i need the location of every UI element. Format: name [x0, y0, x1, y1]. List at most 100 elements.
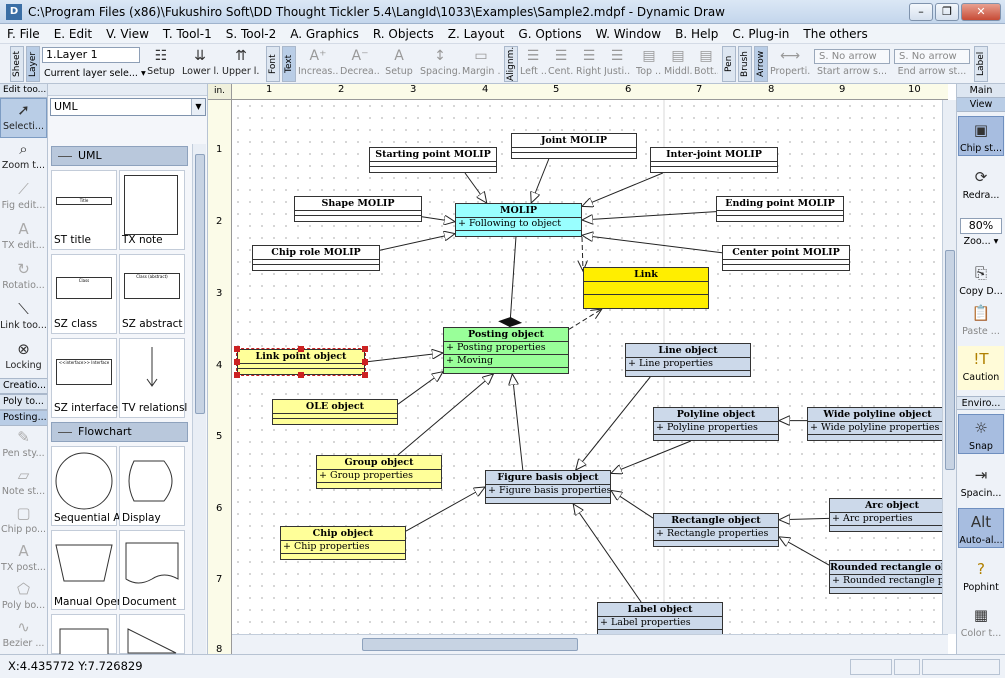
zoom-dropdown[interactable]: Zoo... ▾: [958, 236, 1004, 250]
align-top-button[interactable]: ▤Top ...: [636, 46, 662, 82]
uml-class-chip[interactable]: Chip object+ Chip properties: [280, 526, 406, 560]
connector-line[interactable]: [421, 217, 455, 222]
canvas-horizontal-scrollbar[interactable]: [232, 634, 948, 654]
menu-edit[interactable]: E. Edit: [53, 26, 93, 41]
bezier-tool[interactable]: ∿Bezier ...: [0, 616, 47, 649]
selection-handle[interactable]: [234, 359, 240, 365]
flow-document-thumb[interactable]: [119, 530, 185, 610]
connector-line[interactable]: [576, 376, 651, 470]
canvas-v-scroll-thumb[interactable]: [945, 250, 955, 470]
copy-button[interactable]: ⎘Copy D...: [958, 260, 1004, 300]
connector-line[interactable]: [582, 235, 723, 254]
toolbar-tab-brush[interactable]: Brush: [738, 46, 752, 82]
fig-edit-tool[interactable]: ⟋Fig edit...: [0, 178, 47, 218]
selection-handle[interactable]: [234, 346, 240, 352]
layer-select[interactable]: 1.Layer 1: [42, 47, 140, 63]
uml-class-posting[interactable]: Posting object+ Posting properties+ Movi…: [443, 327, 569, 374]
layer-setup-button[interactable]: ☷Setup: [144, 46, 178, 82]
selection-handle[interactable]: [234, 372, 240, 378]
restore-button[interactable]: ❐: [935, 2, 959, 21]
shape-category-select[interactable]: UML▼: [50, 98, 206, 116]
connector-line[interactable]: [498, 236, 523, 328]
menu-graphics[interactable]: A. Graphics: [290, 26, 359, 41]
menu-plugin[interactable]: C. Plug-in: [732, 26, 790, 41]
connector-line[interactable]: [364, 353, 443, 363]
selection-handle[interactable]: [362, 359, 368, 365]
pophint-button[interactable]: ?Pophint: [958, 556, 1004, 596]
toolbar-tab-label[interactable]: Label: [974, 46, 988, 82]
connector-line[interactable]: [582, 211, 717, 220]
toolbar-tab-arrow[interactable]: Arrow: [754, 46, 768, 82]
increase-font-button[interactable]: A⁺Increas...: [298, 46, 338, 82]
connector-line[interactable]: [582, 236, 583, 271]
uml-class-chiprole[interactable]: Chip role MOLIP: [252, 245, 380, 271]
toolbar-tab-font[interactable]: Font: [266, 46, 280, 82]
spacing-button[interactable]: ↕Spacing...: [420, 46, 460, 82]
spacing-toggle-button[interactable]: ⇥Spacin...: [958, 462, 1004, 502]
menu-others[interactable]: The others: [803, 26, 868, 41]
uml-class-link[interactable]: Link: [583, 267, 709, 309]
arrow-properties-button[interactable]: ⟷Properti...: [770, 46, 810, 82]
zoom-level-field[interactable]: 80%: [960, 218, 1002, 234]
uml-class-shape[interactable]: Shape MOLIP: [294, 196, 422, 222]
pen-style-tool[interactable]: ✎Pen sty...: [0, 426, 47, 464]
category-uml-header[interactable]: UML: [51, 146, 188, 166]
selection-handle[interactable]: [362, 372, 368, 378]
connector-line[interactable]: [379, 234, 455, 251]
connector-line[interactable]: [397, 372, 443, 405]
start-arrow-select[interactable]: S. No arrow: [814, 49, 890, 64]
uml-class-line[interactable]: Line object+ Line properties: [625, 343, 751, 377]
flow-process-thumb[interactable]: [51, 614, 117, 660]
menu-help[interactable]: B. Help: [675, 26, 719, 41]
flow-triangle-thumb[interactable]: [119, 614, 185, 654]
environment-tools-bar[interactable]: Enviro...: [957, 396, 1005, 410]
uml-interface-thumb[interactable]: <<interface>> Interface: [51, 338, 117, 418]
uml-class-arc[interactable]: Arc object+ Arc properties: [829, 498, 948, 532]
connector-line[interactable]: [397, 374, 494, 456]
uml-class-joint[interactable]: Joint MOLIP: [511, 133, 637, 159]
menu-objects[interactable]: R. Objects: [372, 26, 434, 41]
canvas-vertical-scrollbar[interactable]: [942, 100, 956, 634]
poly-tools-bar[interactable]: Poly to...: [0, 394, 47, 410]
category-flowchart-header[interactable]: Flowchart: [51, 422, 188, 442]
upper-layer-button[interactable]: ⇈Upper l...: [222, 46, 260, 82]
uml-class-center[interactable]: Center point MOLIP: [722, 245, 850, 271]
shape-pane-scrollbar[interactable]: [192, 144, 206, 654]
chip-style-button[interactable]: ▣Chip st...: [958, 116, 1004, 156]
align-right-button[interactable]: ☰Right...: [576, 46, 602, 82]
poly-box-tool[interactable]: ⬠Poly bo...: [0, 578, 47, 616]
connector-line[interactable]: [464, 172, 487, 203]
uml-class-ending[interactable]: Ending point MOLIP: [716, 196, 844, 222]
zoom-tool[interactable]: ⌕Zoom t...: [0, 138, 47, 178]
toolbar-tab-text[interactable]: Text: [282, 46, 296, 82]
connector-line[interactable]: [512, 374, 524, 471]
connector-line[interactable]: [779, 537, 830, 566]
note-style-tool[interactable]: ▱Note st...: [0, 464, 47, 502]
menu-options[interactable]: G. Options: [518, 26, 582, 41]
canvas-h-scroll-thumb[interactable]: [362, 638, 578, 651]
menu-view[interactable]: V. View: [106, 26, 149, 41]
chip-post-tool[interactable]: ▢Chip po...: [0, 502, 47, 540]
align-left-button[interactable]: ☰Left ...: [520, 46, 546, 82]
selection-handle[interactable]: [298, 346, 304, 352]
menu-window[interactable]: W. Window: [595, 26, 662, 41]
menu-tool1[interactable]: T. Tool-1: [162, 26, 212, 41]
connector-line[interactable]: [611, 490, 654, 519]
menu-tool2[interactable]: S. Tool-2: [225, 26, 277, 41]
uml-class-group[interactable]: Group object+ Group properties: [316, 455, 442, 489]
justify-button[interactable]: ☰Justi...: [604, 46, 630, 82]
toolbar-tab-pen[interactable]: Pen: [722, 46, 736, 82]
uml-note-thumb[interactable]: [119, 170, 185, 250]
align-center-button[interactable]: ☰Cent...: [548, 46, 574, 82]
snap-button[interactable]: ☼Snap: [958, 414, 1004, 454]
end-arrow-select[interactable]: S. No arrow: [894, 49, 970, 64]
connector-line[interactable]: [582, 172, 663, 206]
uml-class-label[interactable]: Label object+ Label properties: [597, 602, 723, 634]
creation-tools-bar[interactable]: Creatio...: [0, 378, 47, 394]
connector-line[interactable]: [573, 504, 642, 603]
